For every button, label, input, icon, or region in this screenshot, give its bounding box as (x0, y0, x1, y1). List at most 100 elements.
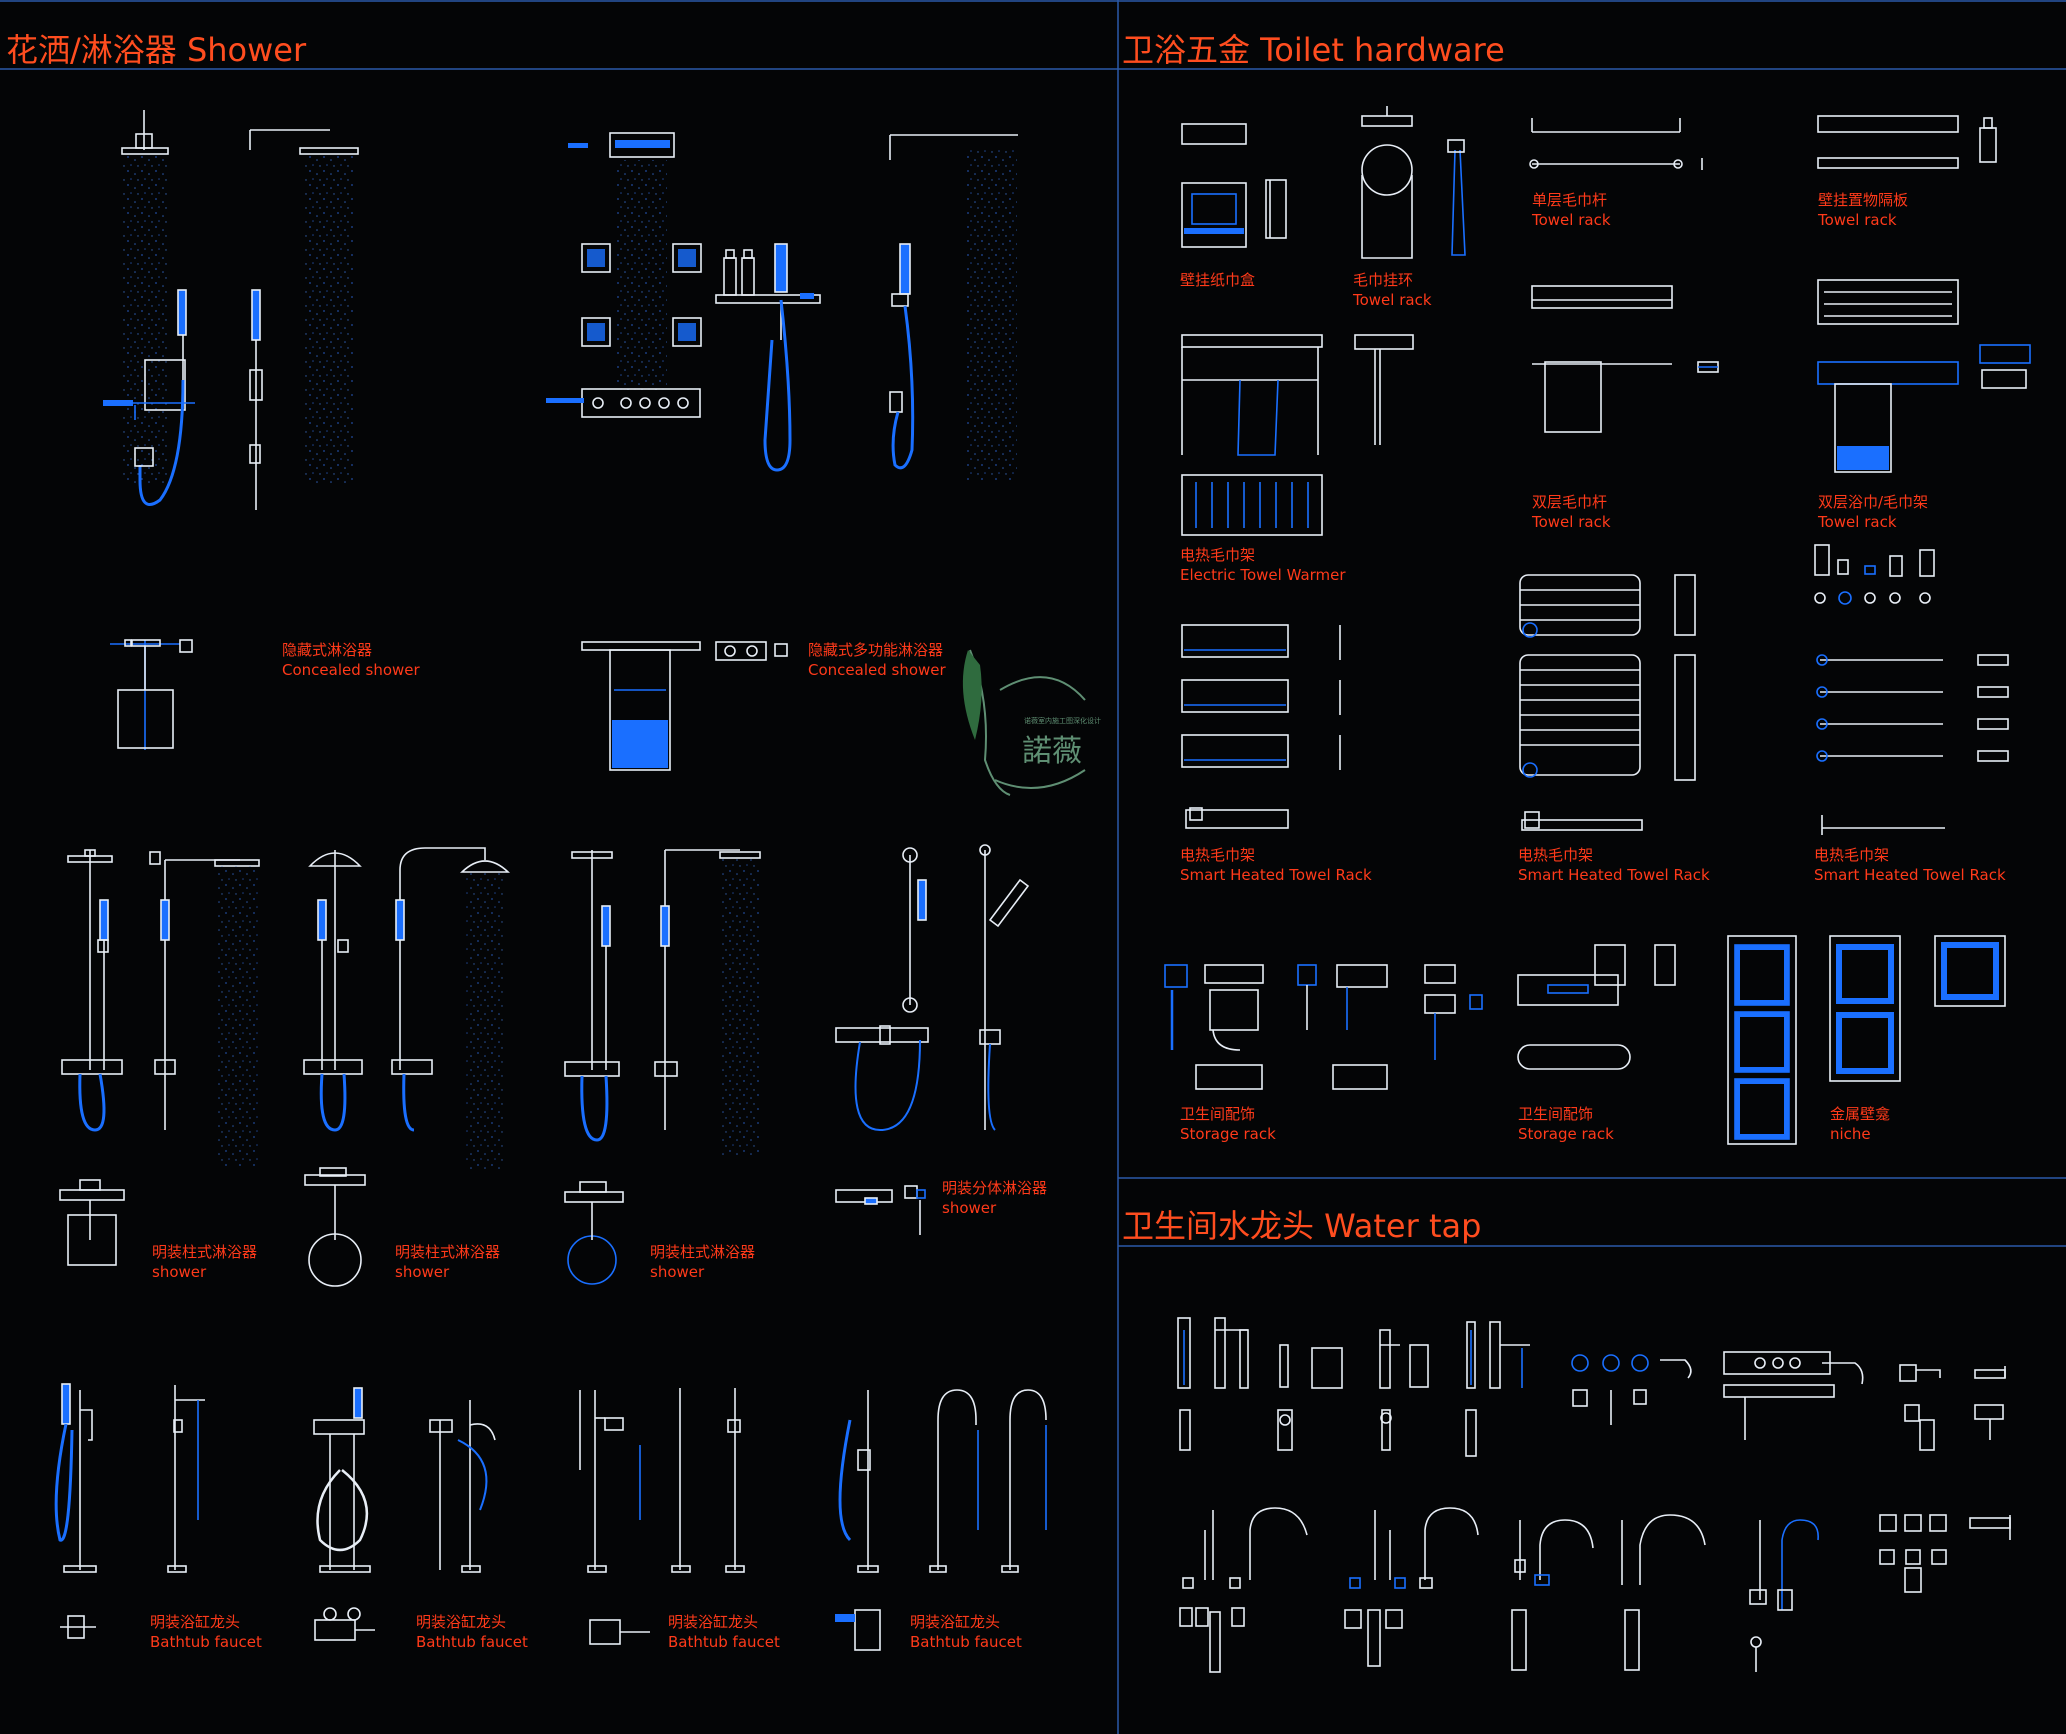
label-en: shower (650, 1263, 705, 1281)
label-cn: 明装浴缸龙头 (150, 1613, 241, 1631)
storage-rack-1 (1164, 964, 1483, 1090)
watermark-text: 諾薇 (1022, 734, 1082, 769)
label-column-shower-2: 明装柱式淋浴器 shower (395, 1242, 500, 1282)
basin-taps-row-2 (1179, 1507, 2011, 1673)
concealed-shower-side (249, 129, 359, 510)
label-bathtub-faucet-4: 明装浴缸龙头 Bathtub faucet (910, 1612, 1022, 1652)
label-double-towel-bar: 双层毛巾杆 Towel rack (1532, 492, 1611, 532)
label-en: Electric Towel Warmer (1180, 566, 1346, 584)
label-en: shower (942, 1199, 997, 1217)
label-en: Towel rack (1532, 513, 1611, 531)
label-cn: 壁挂置物隔板 (1818, 191, 1909, 209)
label-en: Bathtub faucet (150, 1633, 262, 1651)
label-cn: 双层浴巾/毛巾架 (1818, 493, 1929, 511)
column-shower-3 (564, 849, 761, 1158)
section-title-toilet-hardware: 卫浴五金 Toilet hardware (1122, 31, 1505, 69)
wall-shelf (1817, 115, 1997, 169)
label-en: Smart Heated Towel Rack (1518, 866, 1710, 884)
label-cn: 金属壁龛 (1830, 1105, 1891, 1123)
label-bathtub-faucet-1: 明装浴缸龙头 Bathtub faucet (150, 1612, 262, 1652)
column-shower-2 (303, 847, 510, 1172)
label-cn: 明装柱式淋浴器 (152, 1243, 258, 1261)
label-cn: 卫生间配饰 (1180, 1105, 1256, 1123)
label-en: Towel rack (1818, 513, 1897, 531)
label-storage-rack-1: 卫生间配饰 Storage rack (1180, 1104, 1276, 1144)
label-en: shower (152, 1263, 207, 1281)
smart-heated-rack-3 (1814, 544, 2009, 835)
bathtub-faucet-plans (60, 1607, 881, 1651)
basin-taps-row-1 (1177, 1317, 2006, 1457)
label-concealed-multi-shower: 隐藏式多功能淋浴器 Concealed shower (808, 640, 946, 680)
tissue-box (1181, 123, 1287, 248)
column-shower-1 (61, 849, 260, 1166)
label-split-shower: 明装分体淋浴器 shower (942, 1178, 1047, 1218)
label-cn: 卫生间配饰 (1518, 1105, 1594, 1123)
label-cn: 壁挂纸巾盒 (1180, 271, 1256, 289)
label-smart-rack-1: 电热毛巾架 Smart Heated Towel Rack (1180, 845, 1372, 885)
label-cn: 明装柱式淋浴器 (650, 1243, 756, 1261)
smart-heated-rack-2 (1519, 574, 1696, 831)
label-en: Bathtub faucet (416, 1633, 528, 1651)
split-shower (835, 844, 1030, 1132)
label-en: Storage rack (1180, 1125, 1276, 1143)
label-cn: 电热毛巾架 (1518, 846, 1594, 864)
label-concealed-shower: 隐藏式淋浴器 Concealed shower (282, 640, 420, 680)
bathtub-faucet-2 (313, 1387, 496, 1573)
label-en: Concealed shower (282, 661, 420, 679)
label-wall-shelf: 壁挂置物隔板 Towel rack (1818, 190, 1908, 230)
label-en: Towel rack (1818, 211, 1897, 229)
metal-niche (1727, 935, 2006, 1145)
concealed-shower-elevation (103, 110, 195, 506)
smart-heated-rack-1 (1181, 624, 1341, 829)
label-cn: 明装浴缸龙头 (910, 1613, 1001, 1631)
label-cn: 双层毛巾杆 (1532, 493, 1608, 511)
label-en: Towel rack (1353, 291, 1432, 309)
label-en: Smart Heated Towel Rack (1180, 866, 1372, 884)
label-towel-ring: 毛巾挂环 Towel rack (1353, 270, 1432, 310)
label-smart-rack-3: 电热毛巾架 Smart Heated Towel Rack (1814, 845, 2006, 885)
label-cn: 明装柱式淋浴器 (395, 1243, 501, 1261)
label-cn: 明装浴缸龙头 (668, 1613, 759, 1631)
bathtub-faucet-1 (54, 1383, 205, 1573)
label-double-bath-rack: 双层浴巾/毛巾架 Towel rack (1818, 492, 1928, 532)
label-en: shower (395, 1263, 450, 1281)
multi-function-shower-plan (581, 641, 788, 771)
label-en: Bathtub faucet (910, 1633, 1022, 1651)
label-smart-rack-2: 电热毛巾架 Smart Heated Towel Rack (1518, 845, 1710, 885)
label-cn: 电热毛巾架 (1180, 846, 1256, 864)
bathtub-faucet-3 (579, 1388, 745, 1573)
label-cn: 明装浴缸龙头 (416, 1613, 507, 1631)
label-column-shower-3: 明装柱式淋浴器 shower (650, 1242, 755, 1282)
label-cn: 单层毛巾杆 (1532, 191, 1608, 209)
label-en: Bathtub faucet (668, 1633, 780, 1651)
label-en: Towel rack (1532, 211, 1611, 229)
label-metal-niche: 金属壁龛 niche (1830, 1104, 1890, 1144)
heated-towel-rack-tall (1181, 334, 1414, 536)
label-electric-towel-warmer: 电热毛巾架 Electric Towel Warmer (1180, 545, 1346, 585)
double-towel-bar (1531, 285, 1719, 433)
concealed-shower-plan (110, 639, 193, 750)
label-en: Smart Heated Towel Rack (1814, 866, 2006, 884)
multi-function-shower-front (546, 132, 821, 472)
label-cn: 电热毛巾架 (1180, 546, 1256, 564)
double-bath-towel-rack (1817, 279, 2031, 473)
watermark-small-text: 诺薇室内施工图深化设计 (1024, 717, 1101, 725)
bathtub-faucet-4 (838, 1389, 1047, 1573)
single-towel-bar (1529, 118, 1703, 170)
label-bathtub-faucet-2: 明装浴缸龙头 Bathtub faucet (416, 1612, 528, 1652)
label-bathtub-faucet-3: 明装浴缸龙头 Bathtub faucet (668, 1612, 780, 1652)
section-title-water-tap: 卫生间水龙头 Water tap (1122, 1207, 1482, 1245)
label-column-shower-1: 明装柱式淋浴器 shower (152, 1242, 257, 1282)
label-en: Concealed shower (808, 661, 946, 679)
label-cn: 毛巾挂环 (1353, 271, 1414, 289)
label-storage-rack-2: 卫生间配饰 Storage rack (1518, 1104, 1614, 1144)
label-en: Storage rack (1518, 1125, 1614, 1143)
multi-function-shower-side (889, 134, 1018, 480)
label-cn: 隐藏式淋浴器 (282, 641, 373, 659)
label-cn: 隐藏式多功能淋浴器 (808, 641, 944, 659)
section-title-shower: 花洒/淋浴器 Shower (6, 31, 307, 69)
column-shower-plans (59, 1167, 926, 1287)
